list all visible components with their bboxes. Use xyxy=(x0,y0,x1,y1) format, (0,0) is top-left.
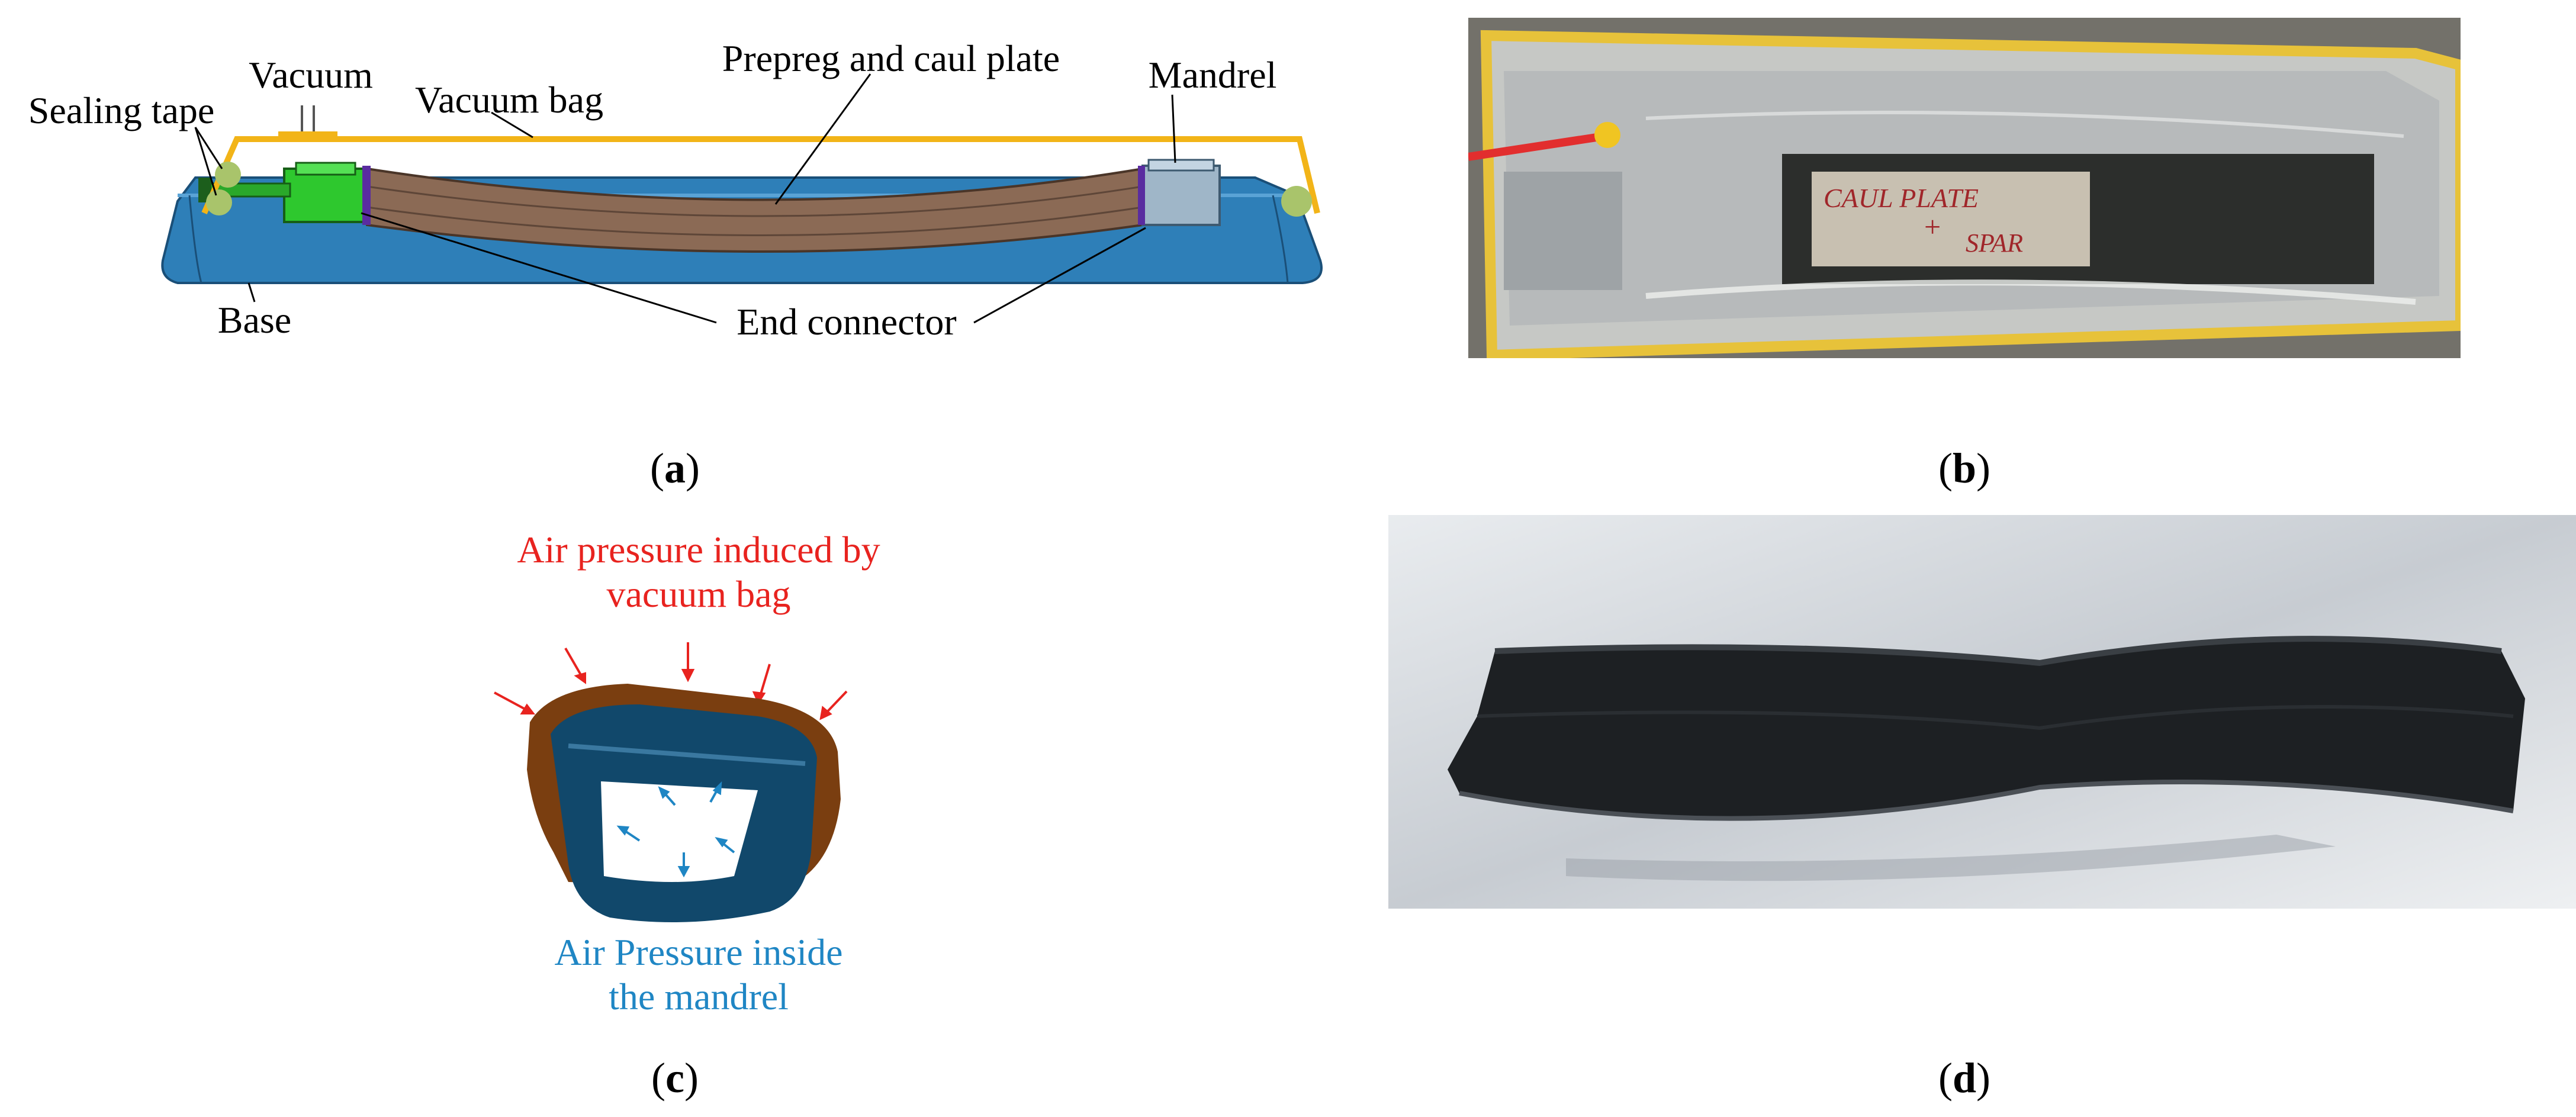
cured-spar xyxy=(1448,639,2525,819)
caption-d: (d) xyxy=(1938,1054,1990,1102)
label-air-pressure-top-1: Air pressure induced by xyxy=(517,529,880,571)
end-connector-left xyxy=(283,162,371,225)
panel-c-diagram: Air pressure induced by vacuum bag Air P… xyxy=(494,529,880,1018)
vacuum-pressure-arrows xyxy=(494,642,848,720)
sealing-tape-right xyxy=(1281,186,1312,217)
label-sealing-tape: Sealing tape xyxy=(28,89,215,131)
sealing-tape-left-lower xyxy=(206,189,232,215)
label-air-pressure-bottom-1: Air Pressure inside xyxy=(554,931,842,973)
label-air-pressure-bottom-2: the mandrel xyxy=(609,976,789,1018)
photo-text-line2: SPAR xyxy=(1966,228,2023,257)
mandrel-block xyxy=(1138,159,1221,226)
caption-d-letter: d xyxy=(1952,1054,1977,1102)
vacuum-port xyxy=(278,105,337,140)
photo-text-plus: + xyxy=(1924,210,1941,243)
photo-text-line1: CAUL PLATE xyxy=(1824,183,1979,213)
caption-b-letter: b xyxy=(1952,445,1977,492)
caption-a-letter: a xyxy=(664,445,686,492)
leader-lines xyxy=(194,73,1176,324)
sealing-tape-left-upper xyxy=(215,162,241,188)
label-vacuum-bag: Vacuum bag xyxy=(415,79,603,121)
label-vacuum: Vacuum xyxy=(249,54,373,96)
panel-b-photo: CAUL PLATE + SPAR xyxy=(1468,18,2461,358)
label-mandrel: Mandrel xyxy=(1149,54,1277,96)
mandrel-pressure-arrows xyxy=(616,781,735,878)
label-air-pressure-top-2: vacuum bag xyxy=(607,573,791,615)
caption-b: (b) xyxy=(1938,445,1990,492)
red-hose xyxy=(1468,132,1606,161)
caption-a: (a) xyxy=(650,445,700,492)
label-prepreg: Prepreg and caul plate xyxy=(722,37,1060,79)
panel-a-diagram: Vacuum Vacuum bag Prepreg and caul plate… xyxy=(28,37,1323,343)
label-end-connector: End connector xyxy=(737,301,956,343)
mandrel-cavity xyxy=(601,781,758,882)
panel-d-photo xyxy=(1388,515,2576,909)
caption-c: (c) xyxy=(651,1054,699,1102)
caption-c-letter: c xyxy=(665,1054,684,1102)
prepreg-caul-plate xyxy=(366,167,1144,253)
label-base: Base xyxy=(218,299,291,341)
